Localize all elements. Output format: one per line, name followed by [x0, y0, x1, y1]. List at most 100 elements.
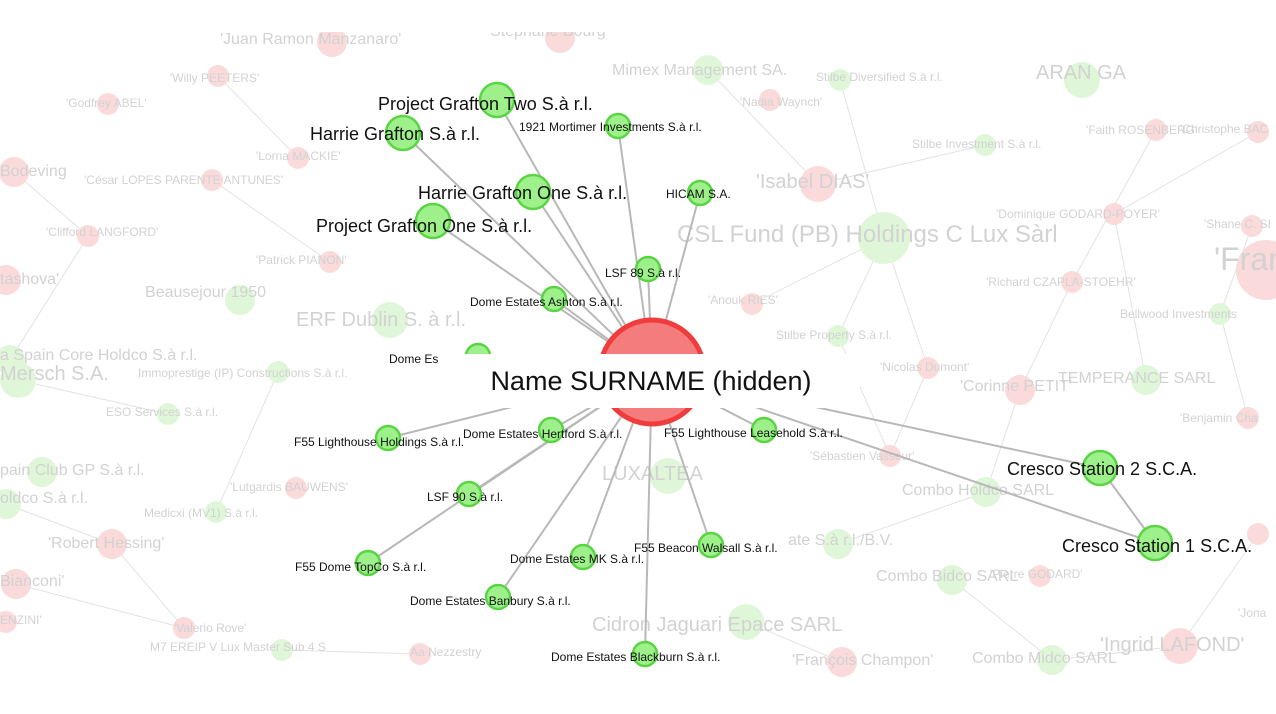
node-lsf-90-s-r-l[interactable]: [455, 480, 483, 508]
background-node-immoprestige-ip-constructions-s-r-l: [267, 361, 289, 383]
label-cresco-station-2-s-c-a: Cresco Station 2 S.C.A.: [1007, 459, 1197, 479]
node-project-grafton-two-s-r-l[interactable]: [478, 81, 516, 119]
background-edge: [15, 583, 185, 629]
label-dome-estates-ashton-s-r-l: Dome Estates Ashton S.à r.l.: [470, 295, 623, 309]
background-node-bianconi: [1, 569, 31, 599]
background-node-benjamin-cha: [1237, 407, 1259, 429]
background-label-isabel-dias: 'Isabel DIAS': [756, 171, 869, 193]
background-edge: [985, 389, 1021, 493]
background-label-tashova: tashova': [0, 271, 59, 288]
background-node-mersch-s-a: [0, 362, 36, 398]
background-edge: [17, 379, 169, 415]
background-label-lutgardis-bauwens: 'Lutgardis BAUWENS': [230, 480, 348, 494]
background-label-combo-bidco-sarl: Combo Bidco SARL: [876, 568, 1018, 585]
label-harrie-grafton-one-s-r-l: Harrie Grafton One S.à r.l.: [418, 183, 627, 203]
background-label-combo-holdco-sarl: Combo Holdco SARL: [902, 482, 1054, 499]
background-edge: [1179, 533, 1259, 647]
background-node-pierre-godard: [1029, 565, 1051, 587]
background-node-combo-midco-sarl: [1037, 645, 1067, 675]
background-label-juan-ramon-manzanaro: 'Juan Ramon Manzanaro': [220, 32, 401, 48]
background-node-fran-ois-champon: [827, 647, 857, 677]
background-label-immoprestige-ip-constructions-s-r-l: Immoprestige (IP) Constructions S.à r.l.: [138, 366, 347, 380]
background-node-pain-club-gp-s-r-l: [27, 457, 57, 487]
focus-caption-box: Name SURNAME (hidden): [442, 354, 860, 408]
background-node-beausejour-1950: [225, 285, 255, 315]
background-node-nicolas-dumont: [917, 357, 939, 379]
background-label-bianconi: Bianconi': [0, 573, 64, 590]
background-edge: [839, 79, 885, 239]
node-cresco-station-1-s-c-a[interactable]: [1136, 524, 1174, 562]
label-dome-estates-mk-s-r-l: Dome Estates MK S.à r.l.: [510, 552, 644, 566]
background-node-clifford-langford: [77, 225, 99, 247]
background-edge: [1051, 645, 1181, 661]
background-label-bellwood-investments: Bellwood Investments: [1120, 307, 1237, 321]
background-label-christophe-bac: 'Christophe BAC: [1180, 122, 1269, 136]
node-f55-dome-topco-s-r-l[interactable]: [354, 549, 382, 577]
node-dome-estates-hertford-s-r-l[interactable]: [537, 416, 565, 444]
node-hicam-s-a[interactable]: [686, 179, 714, 207]
label-dome-estates-banbury-s-r-l: Dome Estates Banbury S.à r.l.: [410, 594, 571, 608]
background-node-temperance-sarl: [1131, 365, 1161, 395]
background-label-csl-fund-pb-holdings-c-lux-s-rl: CSL Fund (PB) Holdings C Lux Sàrl: [677, 221, 1058, 248]
background-node-luxaltea: [650, 458, 686, 494]
background-node-tashova: [0, 265, 21, 295]
node-dome-estates-mk-s-r-l[interactable]: [569, 543, 597, 571]
background-edge: [111, 543, 185, 629]
background-node-mimex-management-sa: [693, 55, 723, 85]
background-node-bellwood-investments: [1209, 303, 1231, 325]
background-label-m7-ereip-v-lux-master-sub-4-s: M7 EREIP V Lux Master Sub 4 S: [150, 640, 326, 654]
background-node-c-sar-lopes-parente-antunes: [201, 169, 223, 191]
background-node-fran: [1236, 240, 1276, 300]
background-node-aran-ga: [1064, 62, 1100, 98]
background-label-valerio-rove: 'Valerio Rove': [174, 621, 246, 635]
focus-caption: Name SURNAME (hidden): [490, 365, 812, 396]
background-node-medicxi-mv1-s-r-l: [205, 501, 227, 523]
background-node-stephane-bourg: [545, 32, 575, 53]
background-node-jona: [1247, 523, 1269, 545]
background-label-shane-c-si: 'Shane C. SI: [1204, 217, 1271, 231]
background-node-isabel-dias: [800, 166, 836, 202]
entity-nodes: [354, 81, 1174, 668]
background-label-ate-s-r-l-b-v: ate S.à r.l./B.V.: [788, 532, 893, 549]
node-f55-lighthouse-holdings-s-r-l[interactable]: [374, 424, 402, 452]
background-label-enzini: ENZINI': [0, 613, 42, 627]
label-harrie-grafton-s-r-l: Harrie Grafton S.à r.l.: [310, 124, 480, 144]
background-edge: [817, 144, 986, 185]
background-edge: [1113, 131, 1259, 215]
background-label-medicxi-mv1-s-r-l: Medicxi (MV1) S.à r.l.: [144, 506, 258, 520]
background-label-aran-ga: ARAN GA: [1036, 62, 1127, 84]
background-label-benjamin-cha: 'Benjamin Cha: [1180, 411, 1258, 425]
background-label-eso-services-s-r-l: ESO Services S.à r.l.: [106, 405, 218, 419]
node-dome-estates-banbury-s-r-l[interactable]: [484, 583, 512, 611]
label-project-grafton-one-s-r-l: Project Grafton One S.à r.l.: [316, 216, 532, 236]
node-cresco-station-2-s-c-a[interactable]: [1081, 449, 1119, 487]
background-node-aa-nezzestry: [409, 643, 431, 665]
node-f55-beacon-walsall-s-r-l[interactable]: [697, 531, 725, 559]
background-label-aa-nezzestry: Aa Nezzestry: [410, 645, 481, 659]
background-label-robert-hessing: 'Robert Hessing': [48, 535, 164, 552]
background-node-dominique-godard-poyer: [1103, 203, 1125, 225]
background-node-eso-services-s-r-l: [157, 403, 179, 425]
node-dome-estates-ashton-s-r-l[interactable]: [540, 285, 568, 313]
background-edge: [1219, 313, 1249, 419]
network-graph[interactable]: 'Juan Ramon Manzanaro'Stephane BourgMime…: [0, 32, 1276, 680]
background-label-temperance-sarl: TEMPERANCE SARL: [1058, 370, 1215, 387]
background-label-oldco-s-r-l: oldco S.à r.l.: [0, 490, 88, 507]
background-label-ingrid-lafond: 'Ingrid LAFOND': [1100, 634, 1244, 656]
background-label-stilbe-diversified-s-r-l: Stilbe Diversified S.à r.l.: [816, 70, 943, 84]
background-label-mimex-management-sa: Mimex Management SA.: [612, 62, 787, 79]
node-harrie-grafton-s-r-l[interactable]: [384, 114, 422, 152]
label-f55-beacon-walsall-s-r-l: F55 Beacon Walsall S.à r.l.: [634, 541, 778, 555]
node-dome-estates-blackburn-s-r-l[interactable]: [631, 640, 659, 668]
node-1921-mortimer-investments-s-r-l[interactable]: [604, 112, 632, 140]
node-project-grafton-one-s-r-l[interactable]: [414, 202, 452, 240]
label-f55-lighthouse-leasehold-s-r-l: F55 Lighthouse Leasehold S.à r.l.: [664, 426, 843, 440]
background-label-fran: 'Fran: [1214, 241, 1276, 277]
node-f55-lighthouse-leasehold-s-r-l[interactable]: [750, 416, 778, 444]
background-node-combo-bidco-sarl: [937, 565, 967, 595]
node-harrie-grafton-one-s-r-l[interactable]: [514, 173, 552, 211]
label-1921-mortimer-investments-s-r-l: 1921 Mortimer Investments S.à r.l.: [519, 120, 702, 134]
background-label-willy-peeters: 'Willy PEETERS': [170, 71, 259, 85]
node-lsf-89-s-r-l[interactable]: [634, 255, 662, 283]
label-dome-es: Dome Es: [389, 352, 438, 366]
